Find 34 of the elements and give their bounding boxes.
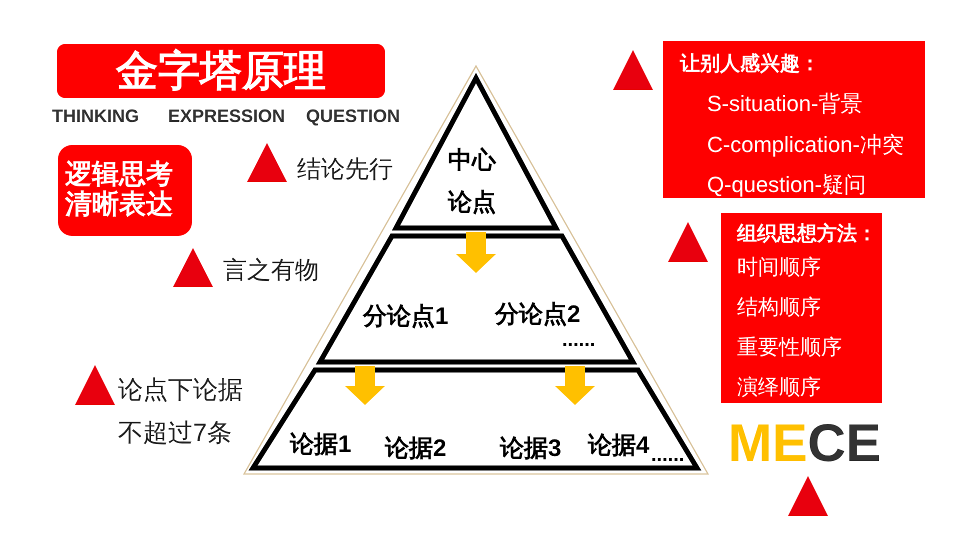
evidence-text: 论据3 — [500, 437, 562, 461]
principle-text: 结论先行 — [297, 158, 393, 182]
principle-text: 不超过7条 — [118, 421, 232, 446]
info-panel — [721, 213, 882, 403]
sub-point-text: 分论点2 — [495, 303, 580, 327]
evidence-text: 论据2 — [385, 437, 446, 461]
arrow — [456, 232, 496, 273]
main-point-text: 中心论点 — [448, 146, 496, 218]
list-item: 时间顺序 — [737, 255, 821, 281]
slogan-text: 清晰表达 — [65, 189, 173, 219]
pyramid-bottom-band — [246, 366, 704, 472]
evidence-text: 论据4 — [588, 434, 650, 458]
list-heading: 组织思想方法： — [737, 222, 877, 246]
list-item: S-situation-背景 — [707, 91, 862, 117]
ellipsis-text: ...... — [562, 330, 596, 350]
title-banner: 金字塔原理 — [57, 44, 385, 98]
list-item: 结构顺序 — [737, 295, 821, 321]
subtitle-word: QUESTION — [306, 106, 400, 126]
subtitle-word: THINKING — [52, 106, 139, 126]
sub-point-text: 分论点1 — [363, 305, 448, 329]
list-item: Q-question-疑问 — [707, 172, 866, 198]
list-item: C-complication-冲突 — [707, 132, 904, 158]
arrow — [555, 366, 595, 405]
subtitle-word: EXPRESSION — [168, 106, 286, 126]
principle-text: 言之有物 — [223, 259, 319, 283]
list-item: 演绎顺序 — [737, 375, 821, 401]
arrow — [345, 366, 385, 405]
info-panel — [663, 41, 925, 198]
ellipsis-text: ...... — [651, 445, 684, 465]
evidence-text: 论据1 — [290, 433, 352, 457]
slogan-text: 逻辑思考 — [65, 159, 173, 189]
slogan-box — [58, 145, 192, 236]
list-heading: 让别人感兴趣： — [680, 52, 820, 76]
list-item: 重要性顺序 — [737, 335, 842, 361]
